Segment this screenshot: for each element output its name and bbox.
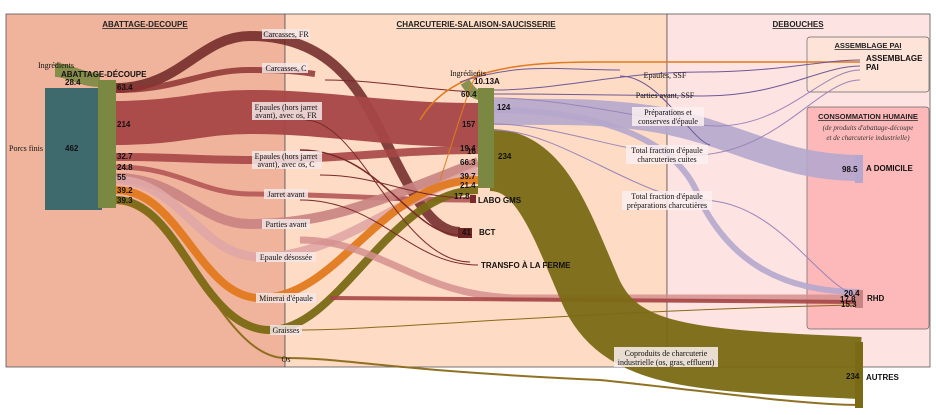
abattage-values: 63.4 214 32.7 24.8 55 39.2 39.3 [117,83,133,205]
abattage-node [98,80,116,208]
assemblage-box-title: ASSEMBLAGE PAI [835,41,902,50]
value-abattage-0: 63.4 [117,83,133,92]
flow-thin-2 [299,149,461,236]
label-prep-2: conserves d'épaule [638,117,698,126]
value-abattage-2: 32.7 [117,152,133,161]
label-epaules-c-2: avant), avec os, C [257,160,314,169]
label-epaule-desossee: Epaule désossée [260,253,313,262]
label-a-domicile: A DOMICILE [866,164,913,173]
flow-labo [319,174,471,199]
flow-purple-2 [493,65,861,97]
label-coproduits-1: Coproduits de charcuterie [625,349,708,358]
label-minerai: Minerai d'épaule [259,294,313,303]
label-assemblage-pai-1: ASSEMBLAGE [866,54,923,63]
label-bct: BCT [479,228,496,237]
label-ingredients-2: Ingrédients [450,69,486,78]
value-charc-in-3: 16 [467,147,476,156]
flow-parties-avant [115,157,480,230]
label-coproduits-2: industrielle (os, gras, effluent) [618,358,715,367]
label-assemblage-pai-2: PAI [866,63,879,72]
value-abattage-5: 39.2 [117,186,133,195]
value-ingredients-2: 10.13A [474,77,500,86]
value-charc-in-2: 19.4 [460,144,476,153]
domicile-node [855,155,863,183]
flow-purple-1 [493,59,861,91]
label-os: Os [282,355,291,364]
label-parties-ssf: Parties avant, SSF [636,91,695,100]
value-abattage-3: 24.8 [117,163,133,172]
value-charc-in-6: 21.4 [460,181,476,190]
value-rhd-0: 20.4 [844,289,860,298]
value-charc-in-5: 39.7 [460,172,476,181]
node-labels: Porcs finis 462 Ingrédients 28.4 ABATTAG… [9,54,923,382]
value-abattage-1: 214 [117,120,131,129]
value-charc-in-0: 60.4 [461,90,477,99]
flow-thin-3 [304,119,471,263]
conso-box-subtitle-1: (de produits d'abattage-découpe [823,124,914,132]
flow-olive-autres [487,129,862,399]
rhd-node [855,290,863,308]
flow-ingredients-abattage [54,63,101,87]
value-charc-in-4: 66.3 [460,158,476,167]
value-abattage-6: 39.3 [117,196,133,205]
label-epaules-fr-2: avant), avec os, FR [255,111,317,120]
label-autres: AUTRES [866,373,900,382]
label-prep-1: Préparations et [644,108,693,117]
value-charc-out-124: 124 [497,103,511,112]
value-rhd-2: 15.3 [841,300,857,309]
flow-purple-7 [459,67,621,83]
value-porcs: 462 [65,144,79,153]
label-total-prep-2: préparations charcutières [627,201,707,210]
conso-box-title: CONSOMMATION HUMAINE [818,112,918,121]
rhd-values: 20.4 17.8 15.3 [840,289,860,309]
value-ingredients-1: 28.4 [65,78,81,87]
flow-graisses-rhd [299,304,856,331]
label-labo-gms: LABO GMS [478,196,522,205]
label-porcs-finis: Porcs finis [9,144,43,153]
label-ingredients-1: Ingrédients [38,61,74,70]
label-total-cuites-2: charcuteries cuites [637,155,696,164]
flow-pink-rhd [299,236,855,302]
label-epaules-fr-1: Epaules (hors jarret [255,103,318,112]
label-jarret: Jarret avant [267,190,305,199]
value-autres: 234 [846,372,860,381]
label-total-cuites-1: Total fraction d'épaule [631,146,703,155]
flow-thin-1 [324,79,479,93]
flow-orange-pai [419,61,860,121]
value-charc-out-234: 234 [498,152,512,161]
value-abattage-4: 55 [117,173,126,182]
label-carcasses-fr: Carcasses, FR [263,30,309,39]
abattage-header: ABATTAGE-DECOUPE [102,20,188,29]
label-abattage-node: ABATTAGE-DÉCOUPE [61,70,147,79]
label-parties: Parties avant [265,220,307,229]
flow-os [115,202,861,406]
label-epaules-ssf: Epaules, SSF [644,71,687,80]
charcuterie-header: CHARCUTERIE-SALAISON-SAUCISSERIE [396,20,556,29]
label-carcasses-c: Carcasses, C [266,64,307,73]
label-total-prep-1: Total fraction d'épaule [631,192,703,201]
charcuterie-node [478,88,494,188]
debouches-header: DEBOUCHES [772,20,824,29]
flow-transfo [299,199,479,266]
value-charc-in-1: 157 [462,120,476,129]
value-bct: 41 [462,228,471,237]
charcuterie-values: 60.4 157 19.4 16 66.3 39.7 21.4 17.8 124… [454,90,512,201]
conso-box-subtitle-2: et de charcuterie industrielle) [826,134,910,142]
value-rhd-1: 17.8 [840,295,856,304]
intermediate-labels: Carcasses, FR Carcasses, C Epaules (hors… [252,29,718,367]
flow-jarret [115,164,471,203]
labo-node [470,195,476,203]
flow-orange-2 [439,69,481,181]
label-graisses: Graisses [272,326,299,335]
label-epaules-c-1: Epaules (hors jarret [255,152,318,161]
bct-node [458,228,472,238]
label-transfo: TRANSFO À LA FERME [481,261,571,270]
value-charc-in-7: 17.8 [454,192,470,201]
label-rhd: RHD [867,294,885,303]
autres-node [855,342,863,408]
value-domicile: 98.5 [842,165,858,174]
porcs-finis-node [45,88,100,210]
